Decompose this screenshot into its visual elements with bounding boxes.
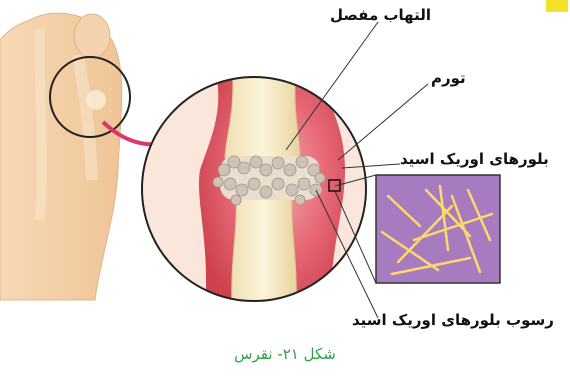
label-uric-acid-crystals: بلورهای اوریک اسید: [400, 150, 549, 168]
label-swelling: تورم: [431, 69, 466, 87]
label-joint-inflammation: التهاب مفصل: [330, 6, 431, 24]
corner-tag: [546, 0, 568, 12]
label-crystal-deposits: رسوب بلورهای اوریک اسید: [352, 311, 554, 329]
figure-caption: شکل ۲۱- نقرس: [0, 345, 570, 363]
joint-closeup: [140, 70, 370, 310]
foot: [0, 13, 122, 300]
